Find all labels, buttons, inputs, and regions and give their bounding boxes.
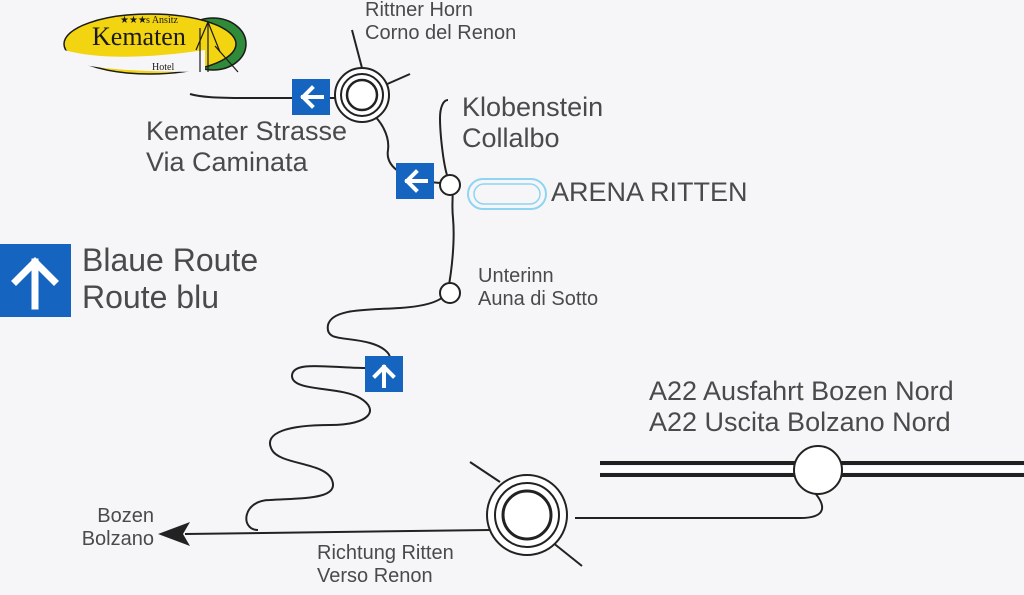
main-roundabout — [469, 461, 583, 567]
legend-arrow-up-icon — [0, 244, 71, 317]
legend-route-label: Blaue Route Route blu — [82, 242, 259, 315]
label-unterinn: Unterinn Auna di Sotto — [478, 265, 599, 310]
svg-text:Kematen: Kematen — [92, 22, 186, 51]
svg-text:s Ansitz: s Ansitz — [146, 15, 179, 26]
unterinn-junction — [439, 282, 461, 304]
road-to-bozen — [184, 529, 491, 535]
sign-arrow-up — [365, 356, 403, 392]
exit-ramp-road — [575, 492, 824, 519]
label-rittner-horn: Rittner Horn Corno del Renon — [365, 0, 517, 44]
klobenstein-junction — [439, 174, 461, 196]
svg-text:Hotel: Hotel — [152, 62, 174, 73]
sign-arrow-left-1 — [292, 79, 330, 115]
label-arena-ritten: ARENA RITTEN — [551, 177, 748, 207]
bozen-arrow-icon — [158, 522, 190, 546]
label-richtung-ritten: Richtung Ritten Verso Renon — [317, 542, 454, 587]
label-autobahn-exit: A22 Ausfahrt Bozen Nord A22 Uscita Bolza… — [649, 376, 954, 438]
road-to-rittner-horn — [351, 29, 363, 69]
label-kemater-strasse: Kemater Strasse Via Caminata — [146, 116, 348, 178]
arena-ritten-icon — [467, 178, 547, 210]
hotel-logo: ★★★ s Ansitz Kematen Hotel — [63, 13, 247, 75]
sign-arrow-left-2 — [396, 163, 434, 199]
svg-text:★★★: ★★★ — [120, 15, 147, 26]
rittner-roundabout — [334, 67, 390, 123]
roundabout-spur — [384, 73, 411, 86]
label-bozen: Bozen Bolzano — [81, 505, 154, 550]
label-klobenstein: Klobenstein Collalbo — [462, 92, 604, 154]
kemater-strasse-road — [189, 93, 335, 99]
highway-junction — [793, 445, 843, 495]
